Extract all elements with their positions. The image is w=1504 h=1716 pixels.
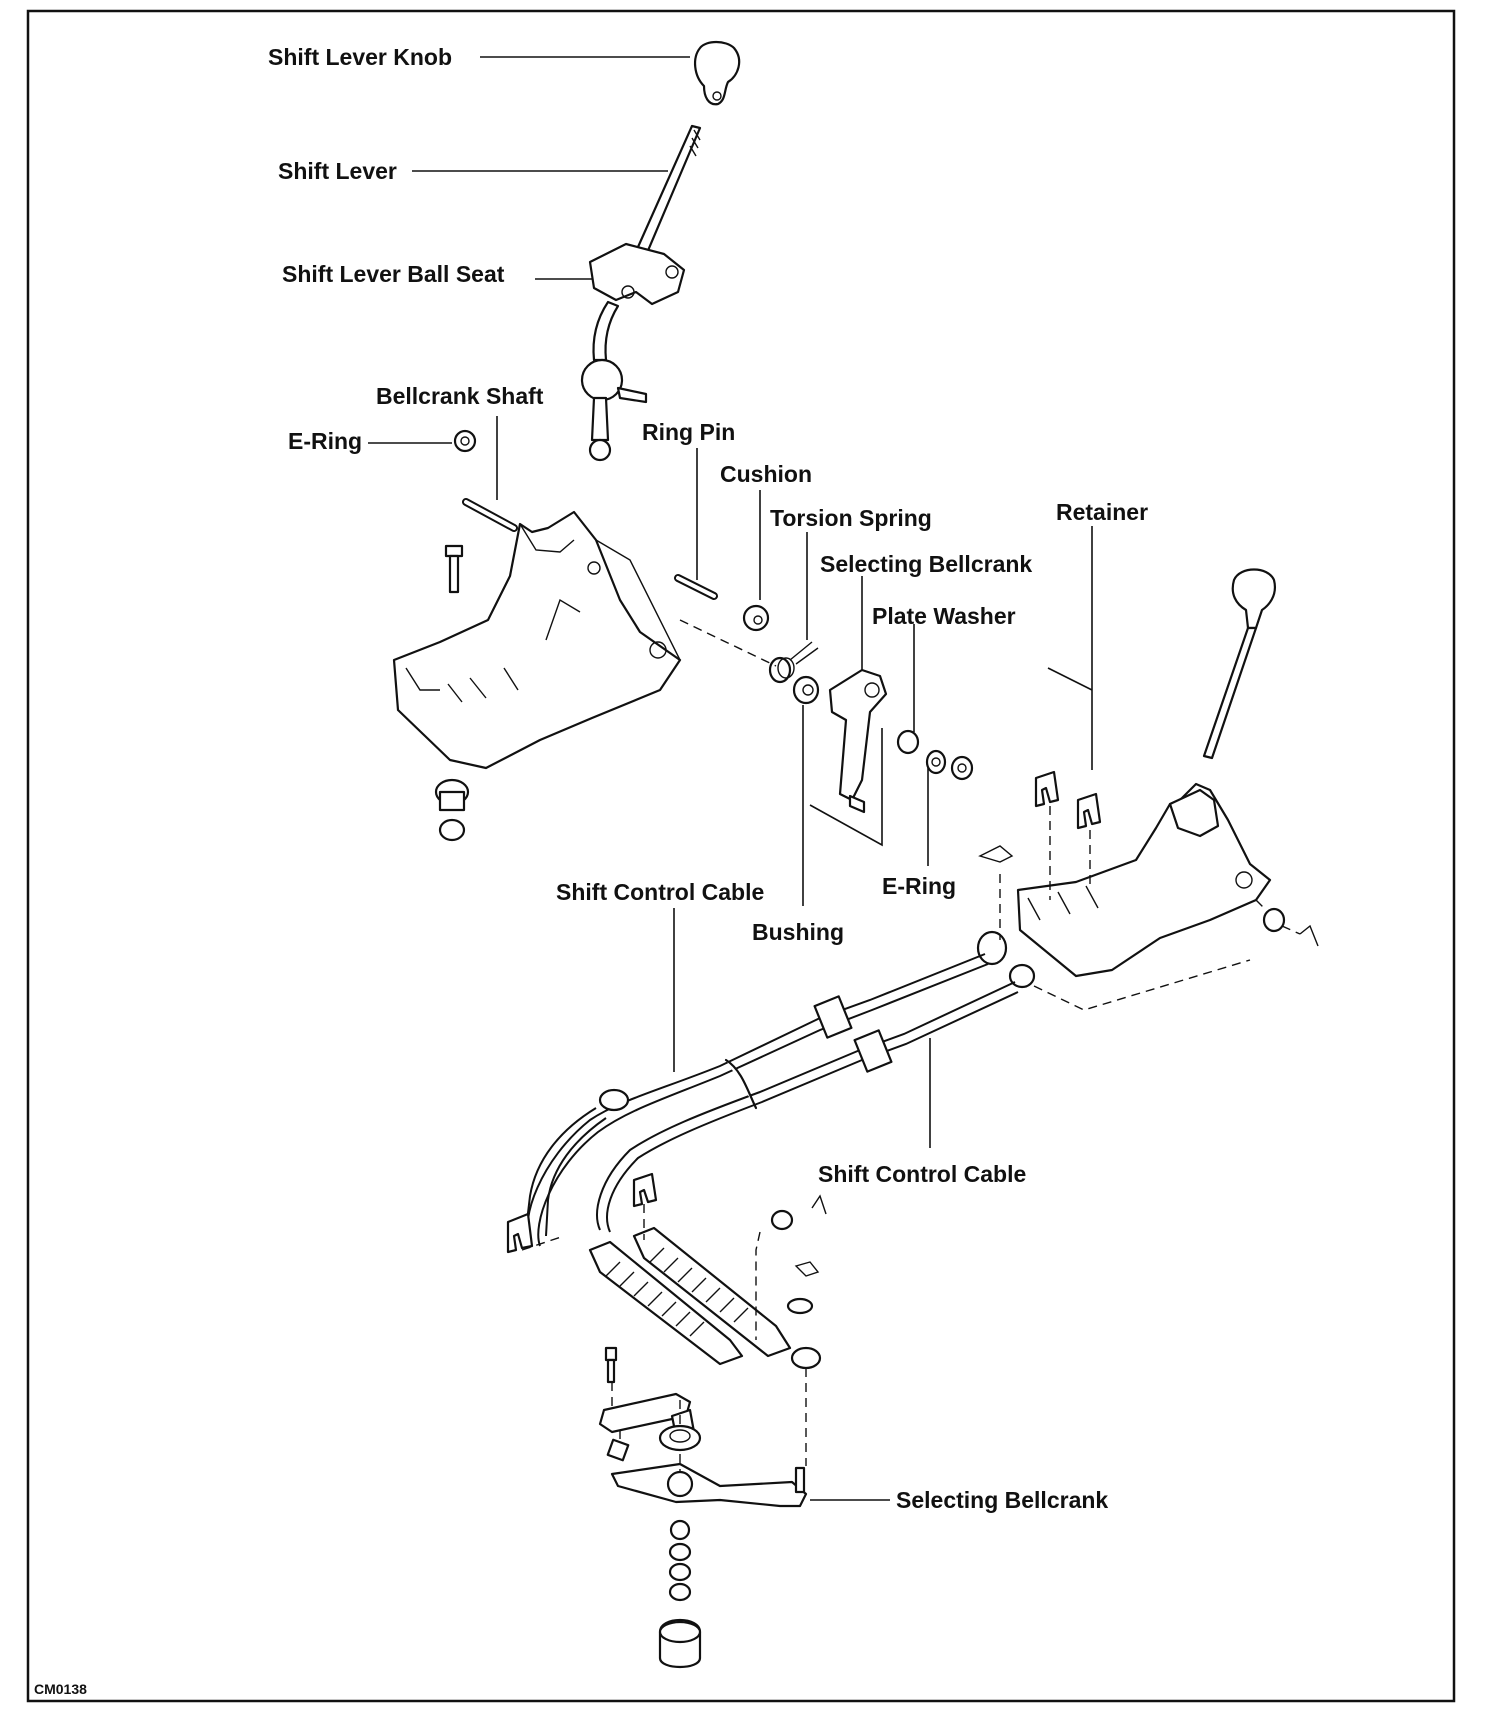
assembly-dashed-lines <box>521 619 1301 1472</box>
label-e-ring-lower: E-Ring <box>882 873 956 899</box>
e-ring-lower-part <box>950 755 974 781</box>
label-torsion-spring: Torsion Spring <box>770 505 932 531</box>
cable-clip-parts-lower <box>506 1172 827 1315</box>
label-shift-lever-ball-seat: Shift Lever Ball Seat <box>282 261 505 287</box>
cable-boot-parts <box>588 1226 822 1370</box>
retainer-parts <box>1034 770 1102 830</box>
shifter-housing-upper-part <box>392 510 682 770</box>
label-bellcrank-shaft: Bellcrank Shaft <box>376 383 544 409</box>
torsion-spring-part <box>768 641 819 684</box>
label-ring-pin: Ring Pin <box>642 419 735 445</box>
housing-bolt-part <box>444 544 464 594</box>
label-shift-lever-knob: Shift Lever Knob <box>268 44 452 70</box>
e-ring-upper-part <box>453 429 477 453</box>
diagram-border <box>26 9 1456 1703</box>
shift-lever-part <box>632 124 702 262</box>
label-plate-washer: Plate Washer <box>872 603 1016 629</box>
label-selecting-bellcrank-upper: Selecting Bellcrank <box>820 551 1032 577</box>
clip-parts-right <box>978 845 1319 947</box>
label-e-ring-upper: E-Ring <box>288 428 362 454</box>
bushing-part <box>792 675 820 705</box>
shift-lever-knob-part <box>694 40 741 106</box>
part-labels: Shift Lever Knob Shift Lever Shift Lever… <box>34 44 1148 1697</box>
shift-lever-lower-part <box>580 300 648 462</box>
label-bushing: Bushing <box>752 919 844 945</box>
label-retainer: Retainer <box>1056 499 1148 525</box>
leader-lines <box>368 56 1093 1501</box>
label-shift-control-cable-left: Shift Control Cable <box>556 879 764 905</box>
selecting-bellcrank-upper-part <box>828 668 888 814</box>
cable-end-parts <box>976 930 1036 989</box>
selecting-bellcrank-lower-part <box>598 1346 808 1508</box>
shift-lever-ball-seat-part <box>588 242 686 306</box>
shifter-assembly-right-part <box>1016 568 1276 978</box>
shift-control-cables-part <box>525 953 1019 1247</box>
housing-grommet-part <box>434 778 470 842</box>
label-shift-lever: Shift Lever <box>278 158 397 184</box>
plate-washer-part <box>896 729 947 775</box>
label-cushion: Cushion <box>720 461 812 487</box>
cushion-part <box>742 604 770 632</box>
bellcrank-stack-parts <box>658 1519 702 1669</box>
label-shift-control-cable-right: Shift Control Cable <box>818 1161 1026 1187</box>
figure-code: CM0138 <box>34 1681 87 1697</box>
label-selecting-bellcrank-lower: Selecting Bellcrank <box>896 1487 1108 1513</box>
